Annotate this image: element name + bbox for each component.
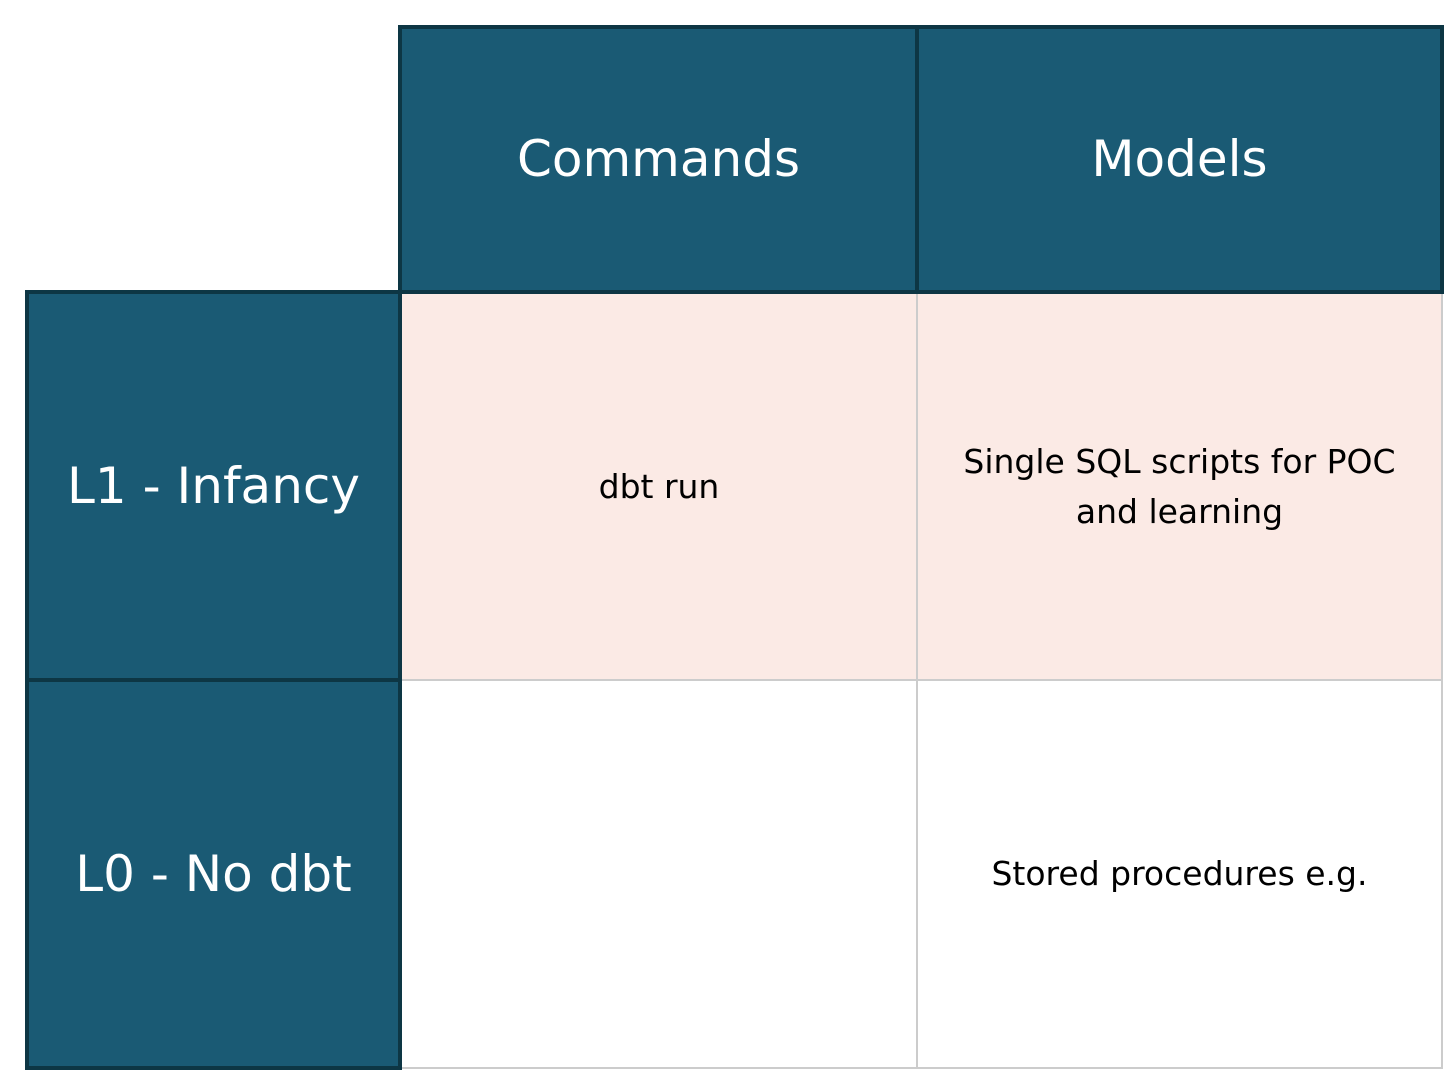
row-header-l0-no-dbt: L0 - No dbt (25, 678, 402, 1070)
table-row-l0-no-dbt: L0 - No dbt Stored procedures e.g. (25, 678, 1443, 1070)
cell-l0-commands (399, 679, 918, 1069)
corner-cell (27, 27, 400, 292)
column-header-models: Models (915, 25, 1444, 294)
row-header-l1-infancy: L1 - Infancy (25, 290, 402, 682)
maturity-matrix-table: Commands Models L1 - Infancy dbt run Sin… (25, 25, 1444, 1070)
cell-l0-models: Stored procedures e.g. (916, 679, 1443, 1069)
cell-l1-commands: dbt run (399, 291, 918, 681)
table-row-l1-infancy: L1 - Infancy dbt run Single SQL scripts … (25, 290, 1443, 682)
column-header-commands: Commands (398, 25, 919, 294)
column-header-row: Commands Models (27, 25, 1444, 294)
cell-l1-models: Single SQL scripts for POC and learning (916, 291, 1443, 681)
